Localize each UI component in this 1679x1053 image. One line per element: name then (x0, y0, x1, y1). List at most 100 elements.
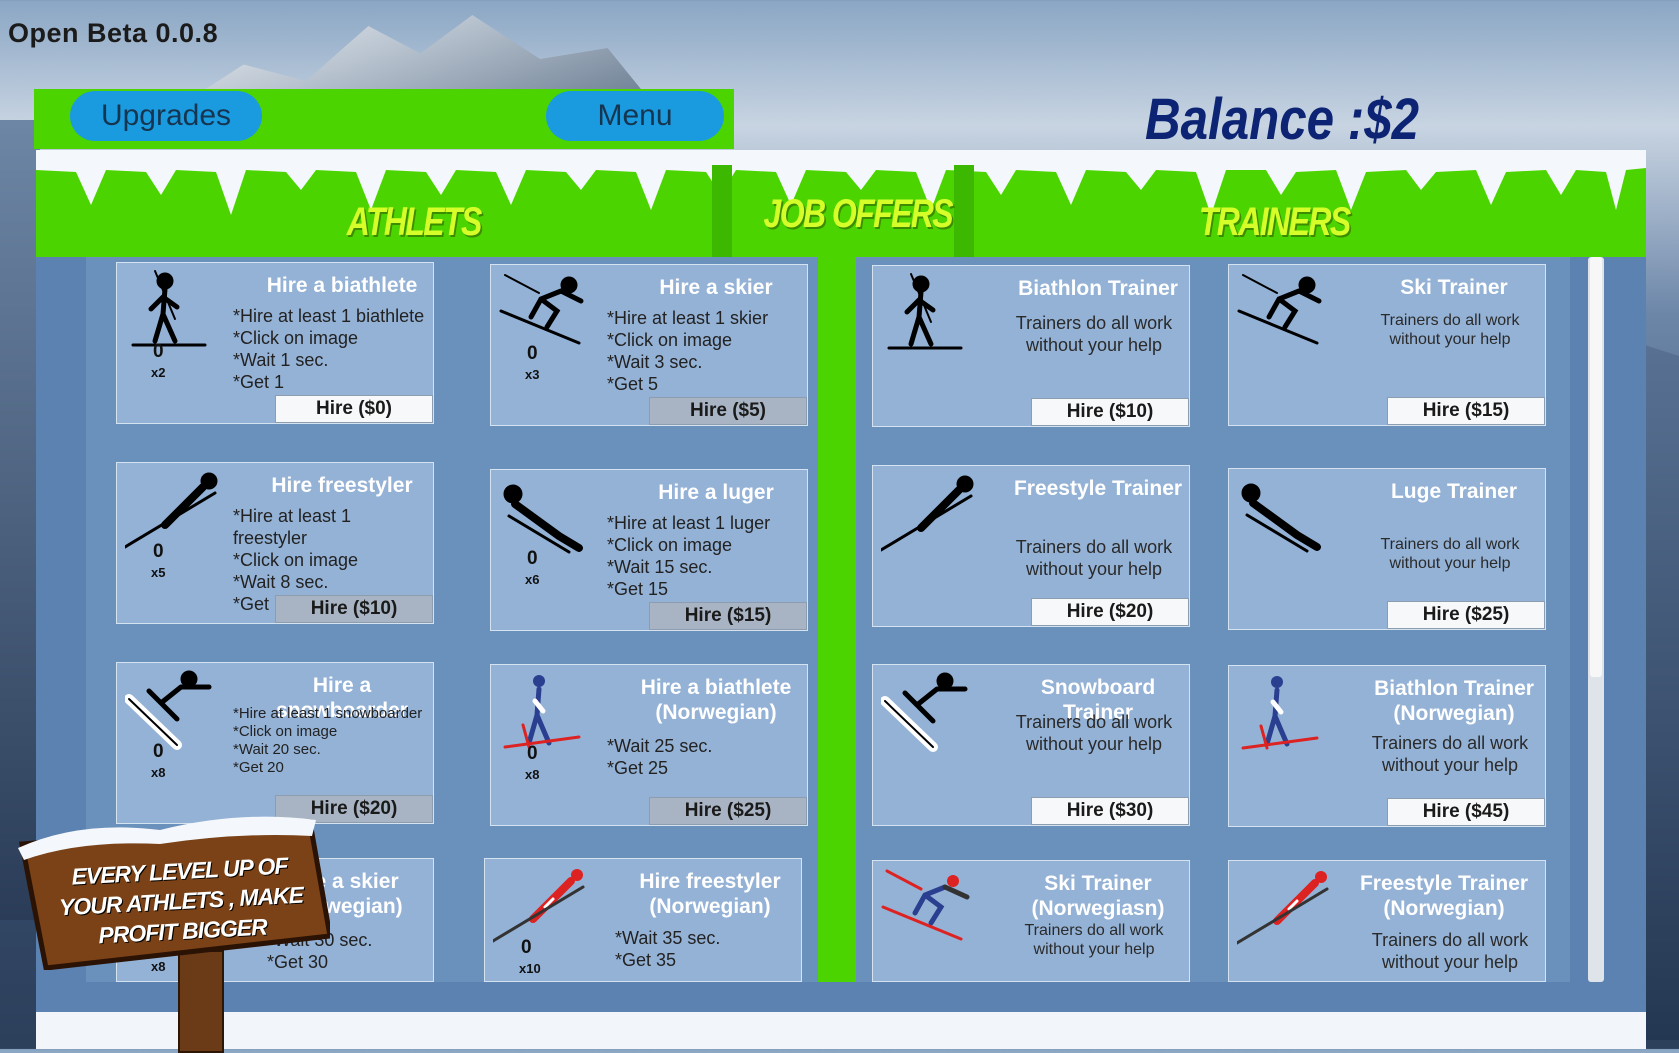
ski-jump-norwegian-icon[interactable] (493, 865, 589, 949)
tab-divider (712, 165, 732, 257)
hire-button[interactable]: Hire ($15) (1387, 397, 1545, 425)
icicles-decoration (36, 150, 1646, 215)
athlete-multiplier: x5 (151, 565, 166, 580)
athlete-title: Hire a luger (658, 481, 774, 504)
trainer-description: Trainers do all work without your help (1371, 930, 1529, 972)
hire-button[interactable]: Hire ($20) (275, 795, 433, 823)
snowboard-icon[interactable] (881, 671, 977, 755)
athlete-title: Hire freestyler (Norwegian) (639, 870, 781, 918)
hire-button[interactable]: Hire ($5) (649, 397, 807, 425)
trainer-card: Biathlon Trainer (Norwegian) Trainers do… (1228, 665, 1546, 827)
biathlon-norwegian-icon[interactable] (499, 671, 595, 755)
trainer-title: Biathlon Trainer (Norwegian) (1374, 677, 1534, 725)
biathlon-icon[interactable] (125, 269, 221, 353)
menu-button[interactable]: Menu (546, 91, 724, 141)
ski-jump-icon[interactable] (125, 469, 221, 553)
ski-jump-icon[interactable] (881, 472, 977, 556)
trainer-card: Ski Trainer Trainers do all work without… (1228, 264, 1546, 426)
luge-icon[interactable] (499, 476, 595, 560)
tab-trainers[interactable]: TRAINERS (1198, 200, 1351, 244)
athlete-card: 0 x6 Hire a luger *Hire at least 1 luger… (490, 469, 808, 631)
athlete-multiplier: x8 (151, 959, 166, 974)
athlete-count: 0 (527, 548, 538, 569)
athlete-title: Hire a biathlete (Norwegian) (640, 676, 792, 724)
trainer-title: Ski Trainer (1400, 276, 1508, 299)
trainer-title: Biathlon Trainer (1018, 277, 1178, 300)
athlete-multiplier: x3 (525, 367, 540, 382)
hire-button[interactable]: Hire ($20) (1031, 598, 1189, 626)
athlete-title: Hire a skier (659, 276, 773, 299)
trainer-description: Trainers do all work without your help (1380, 312, 1520, 348)
athlete-multiplier: x10 (519, 961, 541, 976)
athlete-count: 0 (527, 343, 538, 364)
athlete-count: 0 (153, 341, 164, 362)
trainer-card: Ski Trainer (Norwegiasn) Trainers do all… (872, 860, 1190, 982)
hire-button[interactable]: Hire ($25) (1387, 601, 1545, 629)
upgrades-button[interactable]: Upgrades (70, 91, 262, 141)
hire-button[interactable]: Hire ($0) (275, 395, 433, 423)
snowboard-icon[interactable] (125, 669, 221, 753)
athlete-description: *Wait 35 sec. *Get 35 (615, 928, 721, 970)
athlete-multiplier: x6 (525, 572, 540, 587)
athlete-card: 0 x3 Hire a skier *Hire at least 1 skier… (490, 264, 808, 426)
trainer-title: Luge Trainer (1390, 480, 1518, 503)
athlete-description: *Hire at least 1 luger *Click on image *… (607, 513, 771, 599)
hire-button[interactable]: Hire ($10) (275, 595, 433, 623)
hire-button[interactable]: Hire ($15) (649, 602, 807, 630)
athlete-multiplier: x2 (151, 365, 166, 380)
version-label: Open Beta 0.0.8 (8, 18, 219, 48)
athlete-card: 0 x2 Hire a biathlete *Hire at least 1 b… (116, 262, 434, 424)
ski-jump-norwegian-icon[interactable] (1237, 867, 1333, 951)
athlete-title: Hire a biathlete (266, 274, 418, 297)
athlete-count: 0 (527, 743, 538, 764)
athlete-title: Hire a snowboarder (276, 674, 408, 722)
trainer-description: Trainers do all work without your help (1015, 537, 1173, 579)
wooden-sign (18, 816, 330, 970)
athlete-description: *Hire at least 1 biathlete *Click on ima… (233, 306, 425, 392)
balance-display: Balance :$2 (1145, 87, 1420, 152)
athlete-description: *Hire at least 1 snowboarder *Click on i… (233, 705, 423, 776)
tip-text: EVERY LEVEL UP OF YOUR ATHLETS , MAKE PR… (58, 852, 304, 949)
mountain-left (0, 120, 40, 920)
athlete-card: 0 x8 Hire a biathlete (Norwegian) *Wait … (490, 664, 808, 826)
biathlon-norwegian-icon[interactable] (1237, 672, 1333, 756)
athlete-description: *Wait 25 sec. *Get 25 (607, 736, 713, 778)
trainer-title: Ski Trainer (Norwegiasn) (1031, 872, 1165, 920)
hire-button[interactable]: Hire ($25) (649, 797, 807, 825)
scrollbar-thumb[interactable] (1590, 257, 1602, 677)
trainer-description: Trainers do all work without your help (1380, 536, 1520, 572)
tab-job-offers[interactable]: JOB OFFERS (763, 192, 954, 236)
athlete-card: 0 x10 Hire freestyler (Norwegian) *Wait … (484, 858, 802, 982)
athlete-title: Hire freestyler (271, 474, 413, 497)
trainer-card: Freestyle Trainer (Norwegian) Trainers d… (1228, 860, 1546, 982)
trainer-card: Freestyle Trainer Trainers do all work w… (872, 465, 1190, 627)
trainer-description: Trainers do all work without your help (1015, 712, 1173, 754)
hire-button[interactable]: Hire ($10) (1031, 398, 1189, 426)
luge-icon[interactable] (1237, 475, 1333, 559)
athlete-multiplier: x8 (525, 767, 540, 782)
athlete-count: 0 (521, 937, 532, 958)
skier-icon[interactable] (499, 271, 595, 355)
athlete-count: 0 (153, 541, 164, 562)
tab-athlets[interactable]: ATHLETS (346, 200, 483, 244)
athlete-description: *Hire at least 1 skier *Click on image *… (607, 308, 769, 394)
sign-post (178, 950, 224, 1053)
trainer-description: Trainers do all work without your help (1024, 922, 1164, 958)
trainer-title: Snowboard Trainer (1040, 676, 1156, 724)
trainer-description: Trainers do all work without your help (1371, 733, 1529, 775)
bottom-snow (36, 1012, 1646, 1049)
trainer-title: Freestyle Trainer (Norwegian) (1359, 872, 1529, 920)
athlete-card: 0 x5 Hire freestyler *Hire at least 1 fr… (116, 462, 434, 624)
athlete-card: 0 x8 Hire a snowboarder *Hire at least 1… (116, 662, 434, 824)
athlete-multiplier: x8 (151, 765, 166, 780)
athlete-description: *Wait 30 sec. *Get 30 (267, 930, 373, 972)
trainer-card: Luge Trainer Trainers do all work withou… (1228, 468, 1546, 630)
athlete-count: 0 (153, 741, 164, 762)
column-divider (818, 257, 856, 982)
biathlon-icon[interactable] (881, 272, 977, 356)
trainer-title: Freestyle Trainer (1013, 477, 1183, 500)
skier-norwegian-icon[interactable] (881, 867, 977, 951)
hire-button[interactable]: Hire ($30) (1031, 797, 1189, 825)
hire-button[interactable]: Hire ($45) (1387, 798, 1545, 826)
skier-icon[interactable] (1237, 271, 1333, 355)
